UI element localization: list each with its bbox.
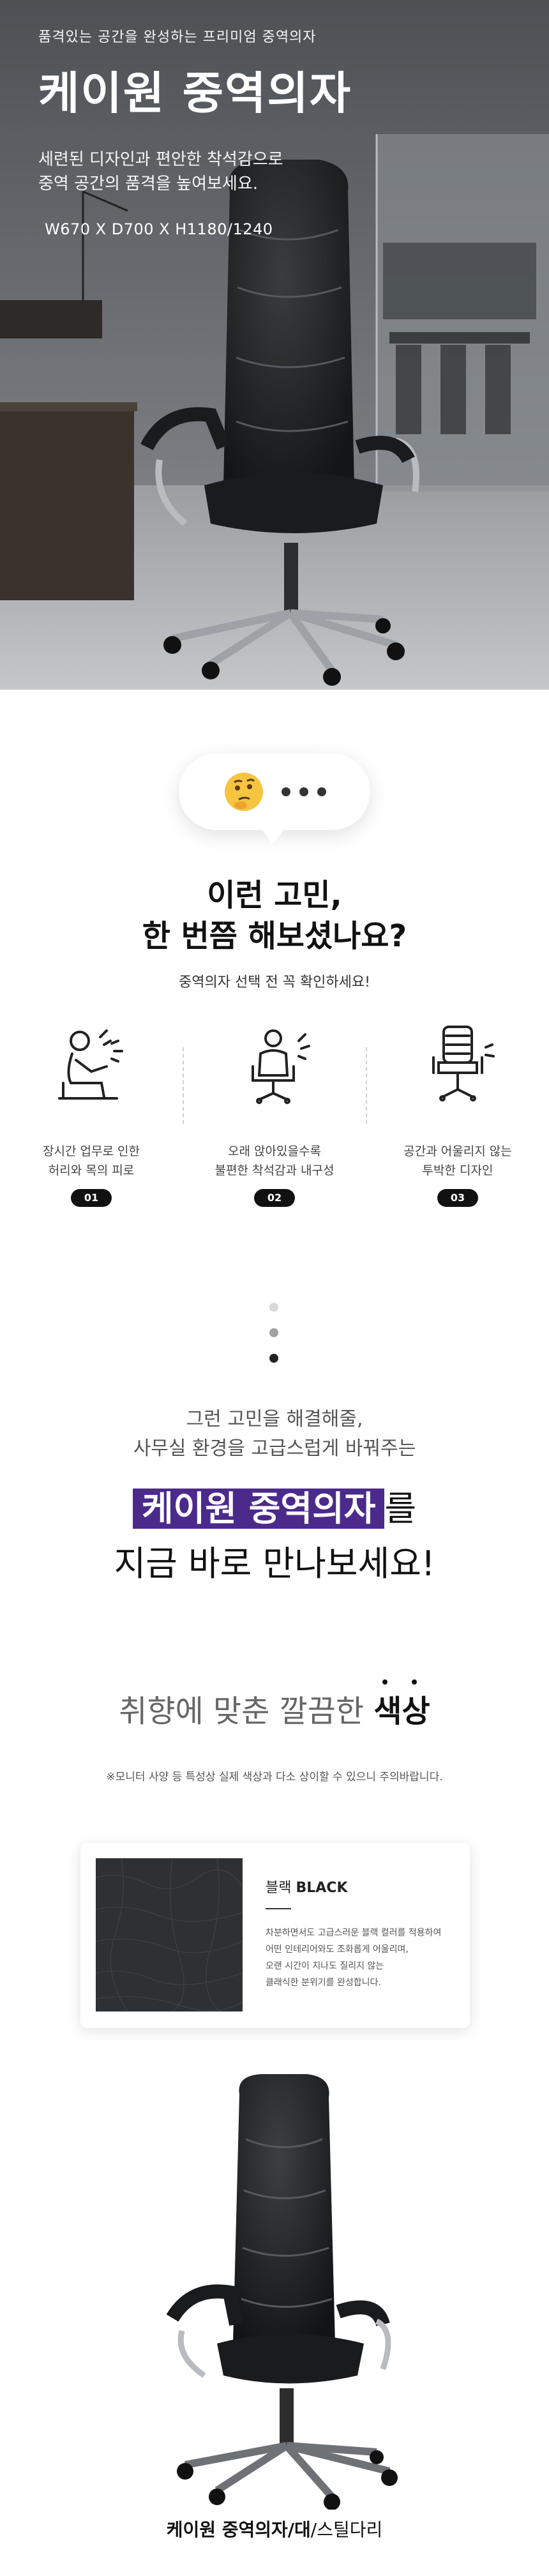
hero-title: 케이원 중역의자 bbox=[38, 67, 352, 119]
solution-intro: 그런 고민을 해결해줄, 사무실 환경을 고급스럽게 바꿔주는 bbox=[0, 1405, 549, 1464]
pain-point-line: 장시간 업무로 인한 bbox=[43, 1144, 140, 1158]
product-caption-option: /스틸다리 bbox=[310, 2519, 383, 2540]
hero-desc-line: 세련된 디자인과 편안한 착석감으로 bbox=[38, 150, 283, 169]
divider bbox=[183, 1047, 184, 1124]
hero-text-block: 품격있는 공간을 완성하는 프리미엄 중역의자 케이원 중역의자 세련된 디자인… bbox=[38, 26, 352, 238]
color-desc-line: 오랜 시간이 지나도 질리지 않는 bbox=[266, 1961, 384, 1971]
hero-description: 세련된 디자인과 편안한 착석감으로 중역 공간의 품격을 높여보세요. bbox=[38, 148, 352, 196]
question-title-line: 이런 고민, bbox=[207, 877, 342, 913]
leather-swatch-image bbox=[96, 1858, 243, 2012]
solution-line: 그런 고민을 해결해줄, bbox=[186, 1408, 363, 1430]
hero-desc-line: 중역 공간의 품격을 높여보세요. bbox=[38, 174, 259, 193]
pain-point-item: 장시간 업무로 인한 허리와 목의 피로 01 bbox=[0, 1009, 183, 1207]
thinking-bubble bbox=[179, 754, 370, 844]
color-description: 차분하면서도 고급스러운 블랙 컬러를 적용하여 어떤 인테리어와도 조화롭게 … bbox=[266, 1925, 457, 1991]
product-caption-name: 케이원 중역의자/대 bbox=[166, 2519, 311, 2540]
pain-point-badge: 01 bbox=[71, 1189, 112, 1207]
pain-point-line: 공간과 어울리지 않는 bbox=[403, 1144, 512, 1158]
color-disclaimer: ※모니터 사양 등 특성상 실제 색상과 다소 상이할 수 있으니 주의바랍니다… bbox=[106, 1771, 443, 1784]
color-name-en: BLACK bbox=[296, 1880, 348, 1896]
question-title: 이런 고민, 한 번쯤 해보셨나요? bbox=[0, 875, 549, 957]
clunky-design-chair-icon bbox=[432, 1026, 495, 1102]
pain-point-text: 공간과 어울리지 않는 투박한 디자인 bbox=[366, 1142, 549, 1180]
solution-particle: 를 bbox=[384, 1489, 417, 1529]
pain-point-line: 허리와 목의 피로 bbox=[48, 1163, 135, 1178]
pain-point-line: 오래 앉아있을수록 bbox=[228, 1144, 321, 1158]
vertical-dots-divider bbox=[269, 1303, 280, 1379]
pain-point-badge: 03 bbox=[437, 1189, 478, 1207]
color-section-title: 취향에 맞춘 깔끔한 색상 bbox=[0, 1686, 549, 1731]
pain-point-badge: 02 bbox=[254, 1189, 295, 1207]
color-desc-line: 차분하면서도 고급스러운 블랙 컬러를 적용하여 bbox=[266, 1928, 442, 1938]
solution-headline-line: 지금 바로 만나보세요! bbox=[114, 1543, 435, 1584]
thinking-face-icon bbox=[225, 773, 263, 811]
color-title-emphasis: 색상 bbox=[373, 1693, 430, 1729]
pain-point-line: 불편한 착석감과 내구성 bbox=[214, 1163, 335, 1178]
color-desc-line: 어떤 인테리어와도 조화롭게 어울리며, bbox=[266, 1944, 409, 1955]
question-title-line: 한 번쯤 해보셨나요? bbox=[142, 918, 407, 954]
hero-dimensions: W670 X D700 X H1180/1240 bbox=[45, 220, 273, 238]
product-name-highlight: 케이원 중역의자 bbox=[132, 1489, 385, 1529]
pain-points-list: 장시간 업무로 인한 허리와 목의 피로 01 오래 앉아있을수록 bbox=[0, 1009, 549, 1239]
product-chair-image bbox=[166, 2074, 398, 2510]
divider bbox=[266, 1908, 291, 1909]
product-caption: 케이원 중역의자/대/스틸다리 bbox=[0, 2516, 549, 2542]
color-option-card: 블랙 BLACK 차분하면서도 고급스러운 블랙 컬러를 적용하여 어떤 인테리… bbox=[80, 1843, 470, 2028]
ellipsis-dots bbox=[282, 787, 326, 796]
color-desc-line: 클래식한 분위기를 완성합니다. bbox=[266, 1978, 381, 1988]
pain-point-item: 공간과 어울리지 않는 투박한 디자인 03 bbox=[366, 1009, 549, 1207]
hero-kicker: 품격있는 공간을 완성하는 프리미엄 중역의자 bbox=[38, 29, 317, 45]
pain-point-text: 장시간 업무로 인한 허리와 목의 피로 bbox=[0, 1142, 183, 1180]
color-name-ko: 블랙 bbox=[266, 1880, 292, 1896]
pain-point-item: 오래 앉아있을수록 불편한 착석감과 내구성 02 bbox=[183, 1009, 366, 1207]
hero-banner: 품격있는 공간을 완성하는 프리미엄 중역의자 케이원 중역의자 세련된 디자인… bbox=[0, 0, 549, 690]
color-name: 블랙 BLACK bbox=[266, 1876, 348, 1897]
solution-line: 사무실 환경을 고급스럽게 바꿔주는 bbox=[133, 1437, 416, 1460]
pain-point-line: 투박한 디자인 bbox=[422, 1163, 493, 1178]
uncomfortable-chair-icon bbox=[252, 1029, 310, 1104]
color-title-prefix: 취향에 맞춘 깔끔한 bbox=[119, 1693, 374, 1729]
pain-point-text: 오래 앉아있을수록 불편한 착석감과 내구성 bbox=[183, 1142, 366, 1180]
sitting-fatigue-icon bbox=[58, 1029, 123, 1100]
divider bbox=[366, 1047, 367, 1124]
office-background-image bbox=[0, 0, 549, 690]
hero-chair-image bbox=[140, 160, 419, 686]
question-subtitle: 중역의자 선택 전 꼭 확인하세요! bbox=[179, 974, 370, 990]
